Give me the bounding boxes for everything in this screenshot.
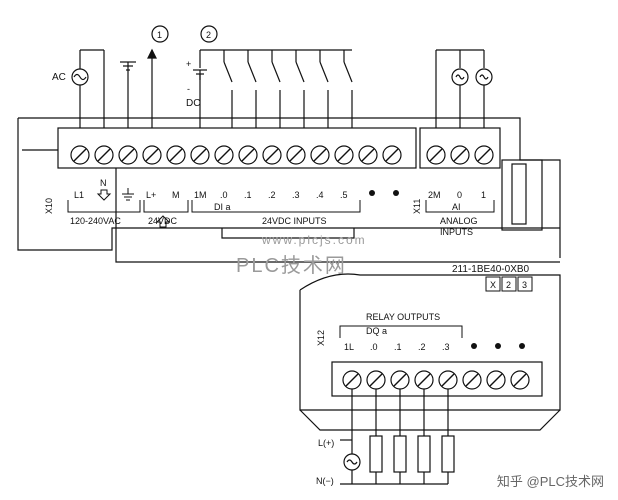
terminal-label: L1 bbox=[74, 190, 84, 200]
group-ac-label: 120-240VAC bbox=[70, 216, 121, 226]
terminal-label: M bbox=[172, 190, 180, 200]
unused-terminal-dot bbox=[471, 343, 477, 349]
x11-connector-id: X11 bbox=[412, 199, 422, 214]
group-24vdc-label: 24VDC bbox=[148, 216, 178, 226]
terminal-label: .4 bbox=[316, 190, 324, 200]
version-box: 3 bbox=[522, 280, 527, 290]
analog-inputs-label-2: INPUTS bbox=[440, 227, 473, 237]
load-icon bbox=[417, 435, 431, 473]
version-box: X bbox=[490, 280, 496, 290]
terminal-label: 1L bbox=[344, 342, 354, 352]
load-icon bbox=[393, 435, 407, 473]
x12-connector-id: X12 bbox=[316, 330, 326, 346]
watermark-brand: PLC技术网 bbox=[236, 254, 347, 277]
top-wiring bbox=[71, 25, 493, 128]
group-di-label: 24VDC INPUTS bbox=[262, 216, 327, 226]
version-boxes: X 2 3 bbox=[485, 276, 533, 292]
watermark-url: www.plcjs.com bbox=[261, 233, 367, 247]
di-header: DI a bbox=[214, 202, 231, 212]
arrow-up-icon bbox=[155, 215, 171, 228]
terminal-label: .2 bbox=[268, 190, 276, 200]
terminal-label: .0 bbox=[370, 342, 378, 352]
unused-terminal-dot bbox=[495, 343, 501, 349]
callout-2-label: 2 bbox=[206, 30, 211, 40]
terminal-label: .1 bbox=[244, 190, 252, 200]
dc-label: DC bbox=[186, 98, 200, 109]
x10-connector-id: X10 bbox=[44, 198, 54, 214]
l-plus-label: L(+) bbox=[318, 438, 334, 448]
terminal-label: .3 bbox=[442, 342, 450, 352]
terminal-label: .3 bbox=[292, 190, 300, 200]
ac-label: AC bbox=[52, 72, 66, 83]
plc-housing bbox=[17, 117, 561, 431]
dc-minus-label: - bbox=[187, 84, 190, 94]
relay-output-wiring bbox=[340, 389, 455, 485]
terminal-label: 0 bbox=[457, 190, 462, 200]
unused-terminal-dot bbox=[393, 190, 399, 196]
terminal-label: 1 bbox=[481, 190, 486, 200]
dq-header: DQ a bbox=[366, 326, 387, 336]
terminal-label: .5 bbox=[340, 190, 348, 200]
terminal-label: 1M bbox=[194, 190, 207, 200]
callout-2-icon bbox=[200, 25, 218, 43]
x10-terminal-labels: L1 N L+ M 1M .0 .1 .2 .3 .4 .5 bbox=[74, 178, 348, 200]
unused-terminal-dot bbox=[519, 343, 525, 349]
load-icon bbox=[441, 435, 455, 473]
analog-inputs-label-1: ANALOG bbox=[440, 216, 478, 226]
terminal-label: .0 bbox=[220, 190, 228, 200]
terminal-label: L+ bbox=[146, 190, 156, 200]
version-box: 2 bbox=[506, 280, 511, 290]
terminal-label: N bbox=[100, 178, 107, 188]
arrow-down-icon bbox=[96, 189, 112, 201]
callout-1-label: 1 bbox=[157, 30, 162, 40]
relay-outputs-header: RELAY OUTPUTS bbox=[366, 312, 440, 322]
terminal-label: 2M bbox=[428, 190, 441, 200]
footer-attribution: 知乎 @PLC技术网 bbox=[496, 474, 604, 489]
n-minus-label: N(−) bbox=[316, 476, 334, 486]
dc-plus-label: + bbox=[186, 59, 191, 69]
terminal-label: .2 bbox=[418, 342, 426, 352]
load-icon bbox=[369, 435, 383, 473]
ai-header: AI bbox=[452, 202, 461, 212]
callout-1-icon bbox=[151, 25, 169, 43]
part-number: 211-1BE40-0XB0 bbox=[452, 264, 530, 275]
unused-terminal-dot bbox=[369, 190, 375, 196]
terminal-label: .1 bbox=[394, 342, 402, 352]
